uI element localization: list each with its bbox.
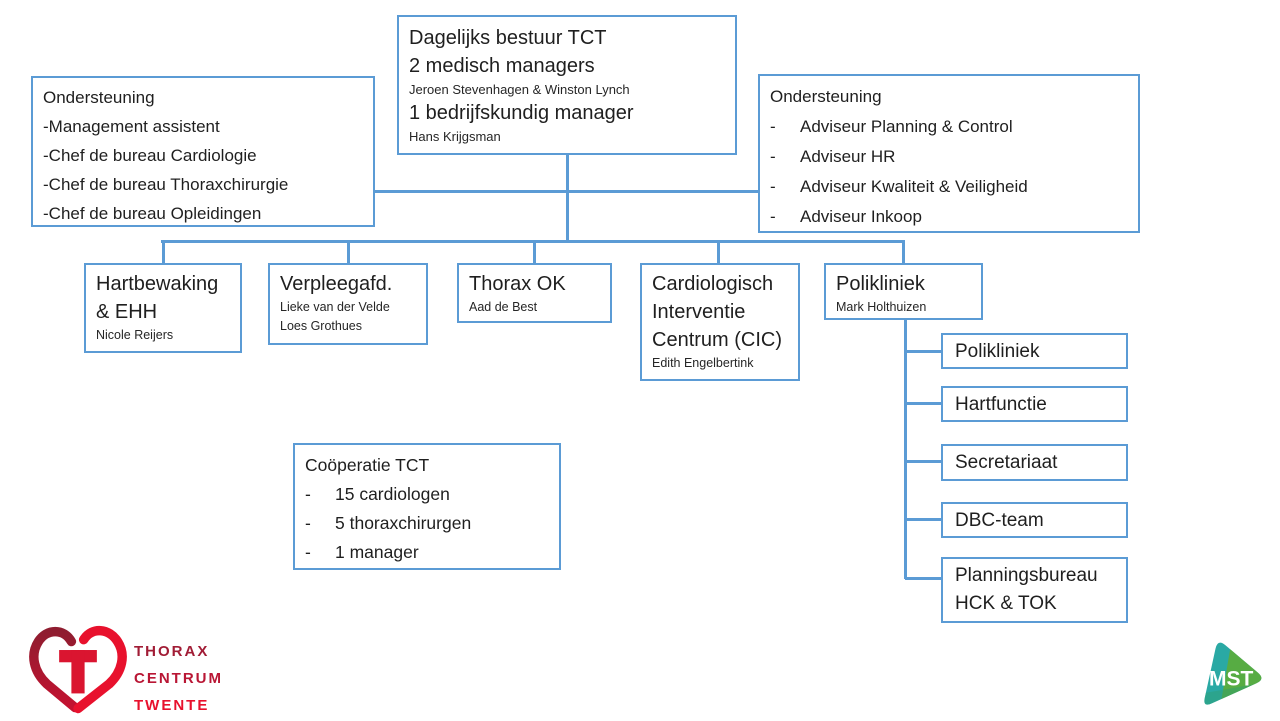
- cooperatie-item-label: 5 thoraxchirurgen: [335, 513, 472, 533]
- mst-logo: MST: [1190, 632, 1274, 716]
- bestuur-role-medisch: 2 medisch managers: [409, 55, 595, 77]
- connector-bestuur-vertical: [566, 155, 569, 242]
- org-box-sub-secretariaat: Secretariaat: [941, 444, 1128, 481]
- unit-manager: Loes Grothues: [280, 319, 362, 333]
- cooperatie-item: - 5 thoraxchirurgen: [305, 509, 549, 538]
- org-box-ondersteuning-rechts: Ondersteuning - Adviseur Planning & Cont…: [758, 74, 1140, 233]
- list-dash: -: [305, 513, 311, 533]
- unit-manager: Lieke van der Velde: [280, 300, 390, 314]
- support-right-item: - Adviseur Planning & Control: [770, 112, 1128, 142]
- cooperatie-item-label: 15 cardiologen: [335, 484, 450, 504]
- org-box-verpleegafd: Verpleegafd. Lieke van der Velde Loes Gr…: [268, 263, 428, 345]
- support-right-item: - Adviseur Inkoop: [770, 202, 1128, 232]
- tct-heart-icon: T: [29, 625, 127, 714]
- support-right-title: Ondersteuning: [770, 87, 882, 106]
- unit-name: Polikliniek: [836, 273, 925, 295]
- unit-name: Thorax OK: [469, 273, 566, 295]
- list-dash: -: [305, 542, 311, 562]
- connector-support-horizontal: [375, 190, 758, 193]
- org-box-sub-polikliniek: Polikliniek: [941, 333, 1128, 369]
- org-box-thorax-ok: Thorax OK Aad de Best: [457, 263, 612, 323]
- cooperatie-item: - 15 cardiologen: [305, 480, 549, 509]
- connector-drop-hartbewaking: [162, 240, 165, 263]
- list-dash: -: [770, 147, 776, 166]
- unit-name: Hartbewaking & EHH: [96, 273, 219, 323]
- connector-drop-polikliniek: [902, 240, 905, 263]
- unit-manager: Aad de Best: [469, 300, 538, 314]
- list-dash: -: [770, 177, 776, 196]
- unit-manager: Nicole Reijers: [96, 328, 174, 342]
- cooperatie-item: - 1 manager: [305, 538, 549, 567]
- support-right-item-label: Adviseur HR: [800, 147, 896, 166]
- bestuur-role-bedrijfskundig: 1 bedrijfskundig manager: [409, 102, 634, 124]
- support-right-item: - Adviseur Kwaliteit & Veiligheid: [770, 172, 1128, 202]
- connector-stub-hartfunctie: [905, 402, 941, 405]
- connector-stub-planningsbureau: [905, 577, 941, 580]
- unit-name: Cardiologisch Interventie Centrum (CIC): [652, 273, 783, 351]
- tct-wordmark-line: TWENTE: [134, 697, 210, 714]
- support-right-item-label: Adviseur Inkoop: [800, 207, 922, 226]
- org-box-sub-planningsbureau: Planningsbureau HCK & TOK: [941, 557, 1128, 623]
- support-left-item: -Chef de bureau Cardiologie: [43, 146, 257, 165]
- unit-manager: Edith Engelbertink: [652, 356, 754, 370]
- support-left-title: Ondersteuning: [43, 88, 155, 107]
- org-box-hartbewaking-ehh: Hartbewaking & EHH Nicole Reijers: [84, 263, 242, 353]
- org-box-polikliniek: Polikliniek Mark Holthuizen: [824, 263, 983, 320]
- unit-manager: Mark Holthuizen: [836, 300, 927, 314]
- support-left-item: -Chef de bureau Opleidingen: [43, 204, 262, 223]
- tct-wordmark-line: CENTRUM: [134, 670, 223, 687]
- tct-wordmark: THORAX CENTRUM TWENTE: [134, 638, 223, 719]
- support-right-item: - Adviseur HR: [770, 142, 1128, 172]
- mst-label: MST: [1209, 668, 1254, 691]
- bestuur-title: Dagelijks bestuur TCT: [409, 27, 607, 49]
- mst-triangle-icon: MST: [1204, 642, 1262, 705]
- support-right-item-label: Adviseur Planning & Control: [800, 117, 1013, 136]
- org-box-cardiologisch-interventie-centrum: Cardiologisch Interventie Centrum (CIC) …: [640, 263, 800, 381]
- cooperatie-title: Coöperatie TCT: [305, 455, 430, 475]
- support-left-item: -Management assistent: [43, 117, 220, 136]
- list-dash: -: [770, 117, 776, 136]
- connector-drop-thoraxok: [533, 240, 536, 263]
- support-right-item-label: Adviseur Kwaliteit & Veiligheid: [800, 177, 1028, 196]
- bestuur-names-bedrijfskundig: Hans Krijgsman: [409, 129, 501, 144]
- tct-wordmark-line: THORAX: [134, 643, 210, 660]
- org-box-ondersteuning-links: Ondersteuning -Management assistent -Che…: [31, 76, 375, 227]
- connector-drop-verpleegafd: [347, 240, 350, 263]
- connector-polikliniek-vertical: [904, 320, 907, 579]
- tct-logo: T THORAX CENTRUM TWENTE: [28, 616, 238, 716]
- org-box-dagelijks-bestuur: Dagelijks bestuur TCT 2 medisch managers…: [397, 15, 737, 155]
- connector-stub-secretariaat: [905, 460, 941, 463]
- connector-stub-polikliniek-sub: [905, 350, 941, 353]
- org-box-cooperatie-tct: Coöperatie TCT - 15 cardiologen - 5 thor…: [293, 443, 561, 570]
- org-box-sub-dbc-team: DBC-team: [941, 502, 1128, 538]
- unit-name: Verpleegafd.: [280, 273, 393, 295]
- org-box-sub-hartfunctie: Hartfunctie: [941, 386, 1128, 422]
- bestuur-names-medisch: Jeroen Stevenhagen & Winston Lynch: [409, 82, 630, 97]
- connector-stub-dbc-team: [905, 518, 941, 521]
- list-dash: -: [305, 484, 311, 504]
- connector-drop-cic: [717, 240, 720, 263]
- list-dash: -: [770, 207, 776, 226]
- cooperatie-item-label: 1 manager: [335, 542, 419, 562]
- support-left-item: -Chef de bureau Thoraxchirurgie: [43, 175, 289, 194]
